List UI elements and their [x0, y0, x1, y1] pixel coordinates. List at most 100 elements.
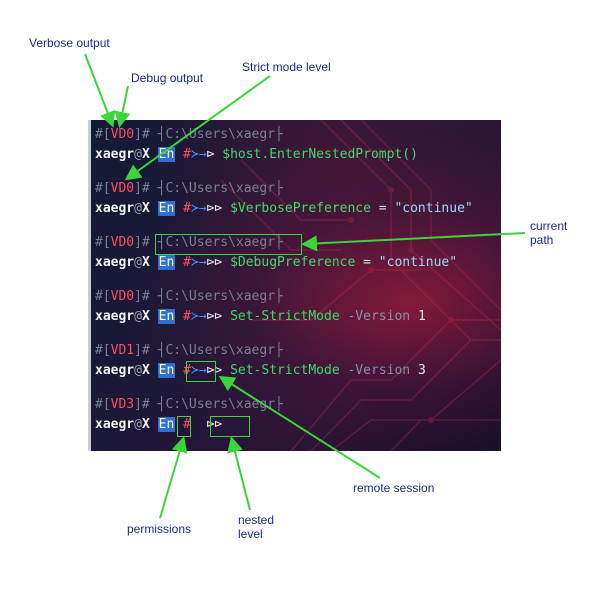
prompt-user: xaegr [95, 417, 135, 432]
prompt-bracket: #[ [95, 397, 111, 412]
command-value: 1 [417, 309, 426, 324]
prompt-flags: VD0 [110, 235, 135, 250]
prompt-bracket: ]# [134, 127, 150, 142]
permissions-indicator: # [183, 363, 191, 378]
permissions-highlight [177, 416, 191, 437]
command-variable: $VerbosePreference [230, 201, 371, 216]
remote-session-indicator: ≻→ [190, 201, 207, 216]
nested-level-indicator: ⊳⊳ [206, 255, 223, 270]
command-string: "continue" [394, 201, 473, 216]
prompt-path: ┤C:\Users\xaegr├ [157, 343, 283, 358]
current-path-label: current path [530, 219, 568, 247]
command-text: $host.EnterNestedPrompt() [222, 147, 418, 162]
permissions-indicator: # [183, 255, 191, 270]
permissions-arrow [159, 436, 188, 519]
prompt-path: ┤C:\Users\xaegr├ [157, 127, 283, 142]
remote-session-indicator: ≻→ [190, 255, 207, 270]
terminal-left-border [88, 120, 91, 451]
command-parameter: -Version [339, 309, 418, 324]
command-cmdlet: Set-StrictMode [230, 363, 340, 378]
remote-session-indicator: ≻→ [190, 309, 207, 324]
nested-level-label: nested level [238, 513, 275, 541]
nested-level-indicator: ⊳⊳ [206, 201, 223, 216]
language-badge: En [157, 363, 176, 378]
terminal-window[interactable]: #[VD0]# ┤C:\Users\xaegr├ xaegr@X En #≻→⊳… [91, 120, 501, 451]
prompt-bracket: #[ [95, 235, 111, 250]
prompt-line: #[VD3]# ┤C:\Users\xaegr├ [95, 396, 283, 413]
language-badge: En [157, 255, 176, 270]
prompt-path: ┤C:\Users\xaegr├ [157, 397, 283, 412]
strict-mode-level-label: Strict mode level [242, 60, 331, 74]
remote-session-indicator: ≻→ [190, 363, 207, 378]
verbose-output-arrow [84, 53, 116, 128]
command-variable: $DebugPreference [230, 255, 356, 270]
command-line[interactable]: xaegr@X En #≻→⊳⊳ Set-StrictMode -Version… [95, 308, 426, 325]
command-line[interactable]: xaegr@X En # ⊳⊳ [95, 416, 222, 433]
prompt-host: X [141, 147, 150, 162]
prompt-at: @ [134, 417, 142, 432]
prompt-at: @ [134, 201, 142, 216]
prompt-bracket: ]# [134, 397, 150, 412]
prompt-bracket: #[ [95, 127, 111, 142]
prompt-bracket: #[ [95, 181, 111, 196]
permissions-indicator: # [183, 201, 191, 216]
prompt-user: xaegr [95, 255, 135, 270]
prompt-user: xaegr [95, 201, 135, 216]
prompt-at: @ [134, 363, 142, 378]
command-value: 3 [417, 363, 426, 378]
prompt-host: X [141, 363, 150, 378]
command-line[interactable]: xaegr@X En #≻→⊳⊳ Set-StrictMode -Version… [95, 362, 426, 379]
nested-level-indicator: ⊳ [206, 147, 215, 162]
language-badge: En [157, 417, 176, 432]
language-badge: En [157, 147, 176, 162]
prompt-path: ┤C:\Users\xaegr├ [157, 235, 283, 250]
prompt-at: @ [134, 309, 142, 324]
language-badge: En [157, 309, 176, 324]
prompt-host: X [141, 417, 150, 432]
prompt-path: ┤C:\Users\xaegr├ [157, 181, 283, 196]
command-cmdlet: Set-StrictMode [230, 309, 340, 324]
prompt-at: @ [134, 255, 142, 270]
permissions-label: permissions [127, 522, 192, 536]
command-line[interactable]: xaegr@X En #≻→⊳ $host.EnterNestedPrompt(… [95, 146, 418, 163]
prompt-at: @ [134, 147, 142, 162]
debug-output-label: Debug output [131, 71, 204, 85]
command-operator: = [355, 255, 379, 270]
prompt-flags: VD0 [110, 181, 135, 196]
command-line[interactable]: xaegr@X En #≻→⊳⊳ $DebugPreference = "con… [95, 254, 457, 271]
remote-session-label: remote session [353, 481, 435, 495]
prompt-host: X [141, 255, 150, 270]
remote-session-highlight [186, 361, 216, 382]
permissions-indicator: # [183, 147, 191, 162]
prompt-line: #[VD0]# ┤C:\Users\xaegr├ [95, 126, 283, 143]
permissions-indicator: # [183, 417, 191, 432]
prompt-bracket: #[ [95, 343, 111, 358]
permissions-indicator: # [183, 309, 191, 324]
prompt-bracket: #[ [95, 289, 111, 304]
debug-output-arrow [114, 85, 131, 128]
prompt-host: X [141, 309, 150, 324]
verbose-output-label: Verbose output [29, 36, 110, 50]
prompt-host: X [141, 201, 150, 216]
command-parameter: -Version [339, 363, 418, 378]
prompt-flags: VD0 [110, 127, 135, 142]
prompt-bracket: ]# [134, 181, 150, 196]
prompt-line: #[VD0]# ┤C:\Users\xaegr├ [95, 234, 283, 251]
prompt-line: #[VD0]# ┤C:\Users\xaegr├ [95, 288, 283, 305]
prompt-user: xaegr [95, 147, 135, 162]
prompt-bracket: ]# [134, 235, 150, 250]
nested-level-indicator: ⊳⊳ [206, 363, 223, 378]
prompt-line: #[VD1]# ┤C:\Users\xaegr├ [95, 342, 283, 359]
prompt-user: xaegr [95, 309, 135, 324]
prompt-bracket: ]# [134, 343, 150, 358]
remote-session-indicator: ≻→ [190, 147, 207, 162]
prompt-line: #[VD0]# ┤C:\Users\xaegr├ [95, 180, 283, 197]
prompt-bracket: ]# [134, 289, 150, 304]
nested-level-highlight [210, 416, 250, 437]
prompt-user: xaegr [95, 363, 135, 378]
command-line[interactable]: xaegr@X En #≻→⊳⊳ $VerbosePreference = "c… [95, 200, 473, 217]
prompt-flags: VD1 [110, 343, 135, 358]
prompt-flags: VD0 [110, 289, 135, 304]
current-path-highlight [155, 234, 302, 255]
command-operator: = [370, 201, 395, 216]
